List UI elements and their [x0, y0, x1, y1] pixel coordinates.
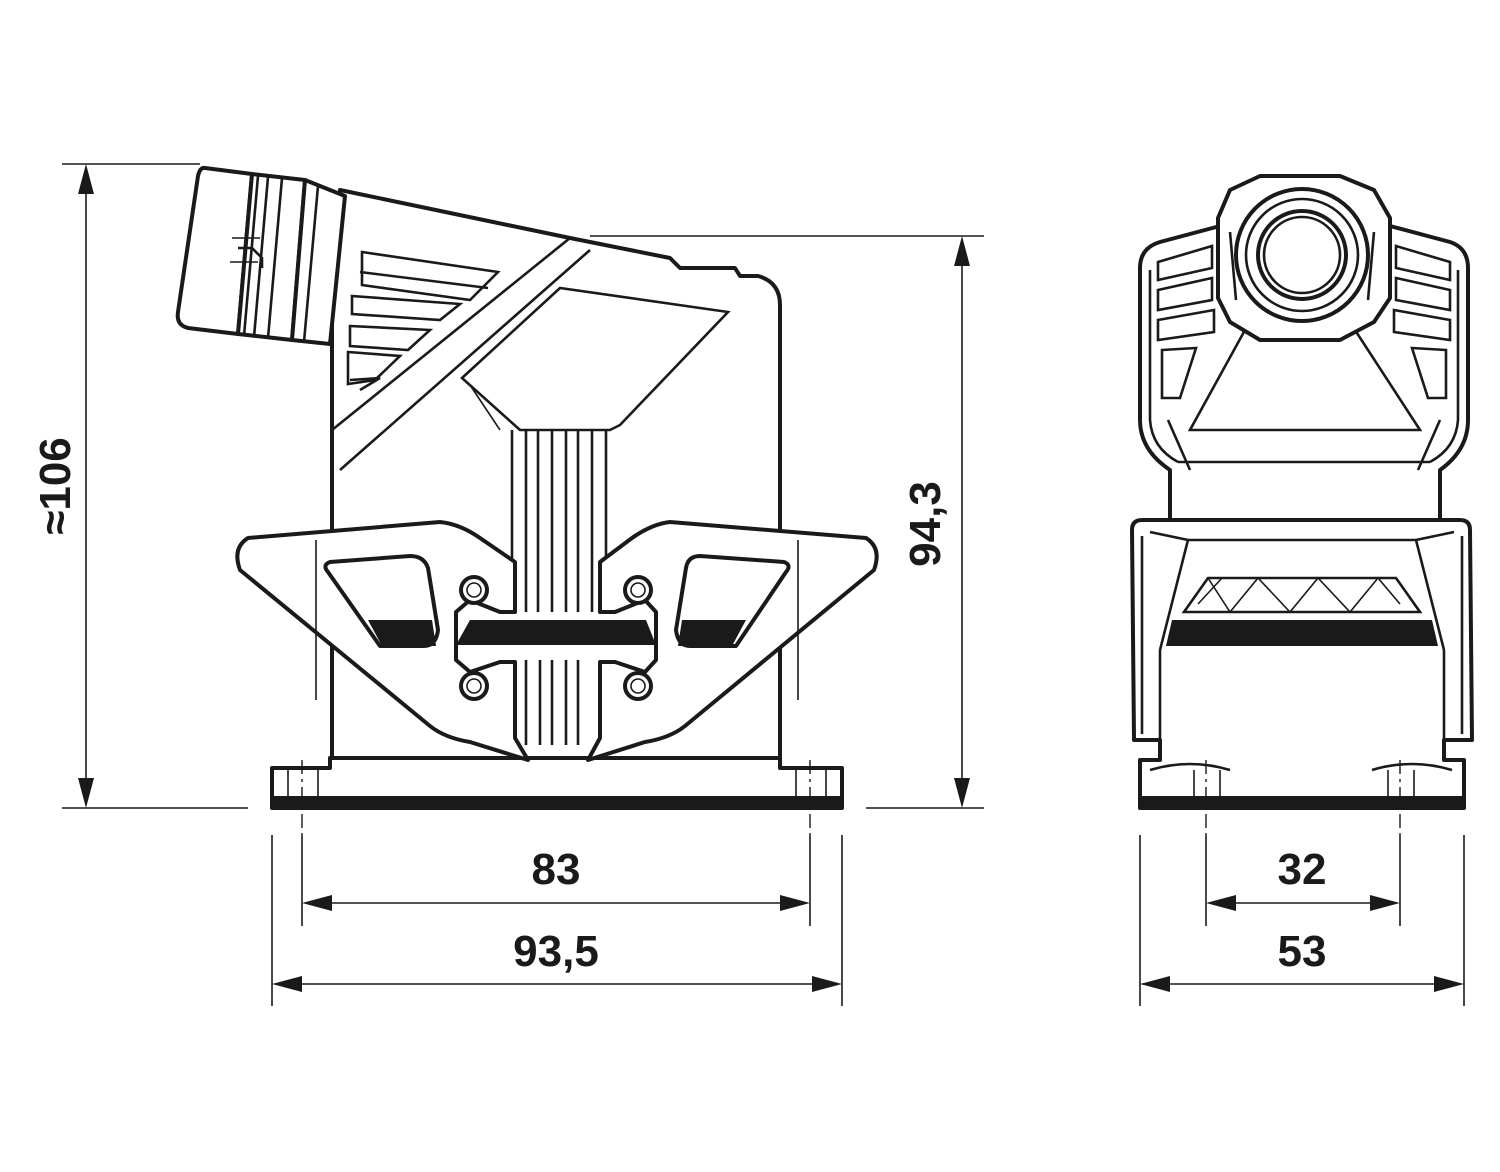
dimension-body-height: 94,3	[590, 235, 984, 809]
front-view: 32 53	[1130, 174, 1474, 1006]
dimension-front-base-width: 53	[1139, 835, 1465, 1006]
dimension-front-hole-spacing: 32	[1205, 835, 1401, 926]
side-locking-lever-right	[586, 520, 879, 762]
side-cable-gland	[175, 165, 347, 346]
side-center-band	[456, 575, 656, 701]
side-view: ≈106 94,3 83 93,5	[31, 163, 984, 1006]
front-base-housing	[1130, 518, 1474, 810]
side-base-plate	[270, 756, 844, 810]
side-locking-lever-left	[235, 520, 530, 762]
dimension-side-hole-spacing: 83	[301, 835, 811, 926]
front-hole-spacing-label: 32	[1278, 845, 1327, 894]
dimension-side-base-width: 93,5	[271, 835, 843, 1006]
front-hood	[1138, 174, 1470, 526]
side-base-width-label: 93,5	[513, 927, 599, 976]
body-height-label: 94,3	[901, 481, 950, 567]
dimension-overall-height: ≈106	[31, 163, 248, 809]
front-base-width-label: 53	[1278, 927, 1327, 976]
side-hole-spacing-label: 83	[532, 845, 581, 894]
overall-height-label: ≈106	[31, 437, 80, 535]
